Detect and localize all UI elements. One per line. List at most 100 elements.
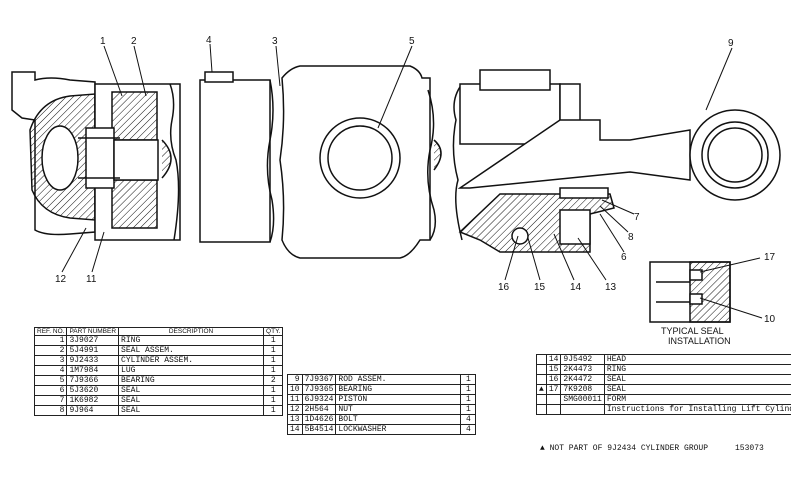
ref-cell: 11 — [287, 394, 303, 405]
qty-cell: 2 — [263, 375, 284, 386]
part-cell: 2K4473 — [560, 364, 605, 375]
part-cell: 6J9324 — [301, 394, 337, 405]
callout-2: 2 — [131, 36, 137, 47]
ref-cell: 7 — [33, 395, 68, 406]
part-cell: 7J9367 — [301, 374, 337, 385]
seal-installation-detail — [649, 261, 731, 323]
callout-17: 17 — [764, 252, 776, 263]
callout-1: 1 — [100, 36, 106, 47]
ref-cell: 6 — [33, 385, 68, 396]
desc-cell: SEAL — [118, 405, 265, 416]
mark-cell — [536, 394, 547, 405]
qty-cell: 1 — [263, 335, 284, 346]
qty-cell: 1 — [263, 365, 284, 376]
ref-cell: 9 — [287, 374, 303, 385]
desc-cell: Instructions for Installing Lift Cylinde… — [603, 404, 791, 415]
ref-cell: 14 — [545, 354, 562, 365]
part-cell: 9J2433 — [66, 355, 120, 366]
part-cell: 9J964 — [66, 405, 120, 416]
callout-6: 6 — [621, 252, 627, 263]
mark-cell: ▲ — [536, 384, 547, 395]
table-row: ▲177K9208SEAL2 — [536, 384, 791, 395]
cylinder-segment — [199, 71, 275, 243]
desc-header: DESCRIPTION — [118, 327, 265, 336]
desc-cell: RING — [603, 364, 791, 375]
desc-cell: PISTON — [335, 394, 462, 405]
part-cell: 1K6982 — [66, 395, 120, 406]
desc-cell: RING — [118, 335, 265, 346]
ref-cell: 8 — [33, 405, 68, 416]
desc-cell: FORM — [603, 394, 791, 405]
ref-cell — [545, 404, 562, 415]
ref-cell: 12 — [287, 404, 303, 415]
qty-cell: 1 — [460, 374, 477, 385]
leader-lines — [61, 43, 763, 319]
mark-cell — [536, 374, 547, 385]
mark-cell — [536, 354, 547, 365]
seal-note-line1: TYPICAL SEAL — [661, 326, 724, 336]
ref-cell: 15 — [545, 364, 562, 375]
desc-cell: ROD ASSEM. — [335, 374, 462, 385]
part-cell — [560, 404, 605, 415]
desc-cell: NUT — [335, 404, 462, 415]
desc-cell: SEAL — [603, 374, 791, 385]
callout-16: 16 — [498, 282, 510, 293]
part-cell: SMG00011 — [560, 394, 605, 405]
mark-cell — [536, 404, 547, 415]
ref-cell — [545, 394, 562, 405]
qty-cell: 4 — [460, 414, 477, 425]
parts-table-3: 149J5492HEAD1152K4473RING1162K4472SEAL1▲… — [536, 354, 791, 415]
callout-3: 3 — [272, 36, 278, 47]
rod-end — [452, 69, 781, 253]
part-cell: 7J9365 — [301, 384, 337, 395]
callout-15: 15 — [534, 282, 546, 293]
clevis-end — [11, 71, 96, 236]
ref-cell: 4 — [33, 365, 68, 376]
desc-cell: SEAL ASSEM. — [118, 345, 265, 356]
desc-cell: LUG — [118, 365, 265, 376]
callout-8: 8 — [628, 232, 634, 243]
desc-cell: SEAL — [118, 385, 265, 396]
qty-cell: 4 — [460, 424, 477, 435]
desc-cell: BOLT — [335, 414, 462, 425]
ref-cell: 2 — [33, 345, 68, 356]
desc-cell: BEARING — [335, 384, 462, 395]
qty-cell: 1 — [263, 385, 284, 396]
figure-number: 153073 — [735, 444, 764, 453]
qty-cell: 1 — [460, 394, 477, 405]
mark-cell — [536, 364, 547, 375]
desc-cell: SEAL — [118, 395, 265, 406]
part-cell: 7J9366 — [66, 375, 120, 386]
desc-cell: CYLINDER ASSEM. — [118, 355, 265, 366]
ref-cell: 5 — [33, 375, 68, 386]
table-row: SMG00011FORM0 — [536, 394, 791, 405]
ref-cell: 10 — [287, 384, 303, 395]
part-cell: 5J3620 — [66, 385, 120, 396]
ref-cell: 17 — [545, 384, 562, 395]
callout-9: 9 — [728, 38, 734, 49]
part-cell: 1D4626 — [301, 414, 337, 425]
callout-labels: 1 2 3 4 5 6 7 8 9 10 11 12 13 14 15 16 1… — [55, 35, 776, 346]
qty-cell: 1 — [263, 395, 284, 406]
callout-7: 7 — [634, 212, 640, 223]
part-cell: 3J9027 — [66, 335, 120, 346]
ref-cell: 1 — [33, 335, 68, 346]
callout-12: 12 — [55, 274, 67, 285]
qty-cell: 1 — [460, 384, 477, 395]
qty-cell: 1 — [263, 355, 284, 366]
